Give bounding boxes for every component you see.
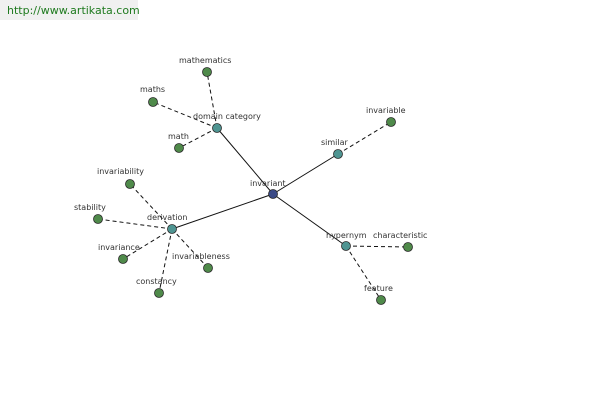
node-label-stability[interactable]: stability — [74, 203, 106, 212]
node-constancy[interactable] — [154, 288, 164, 298]
node-similar[interactable] — [333, 149, 343, 159]
node-label-characteristic[interactable]: characteristic — [373, 231, 427, 240]
edge-derivation-invariableness — [171, 228, 209, 269]
edge-domain-category-math — [178, 127, 218, 149]
site-url-link[interactable]: http://www.artikata.com — [7, 4, 140, 17]
node-feature[interactable] — [376, 295, 386, 305]
edge-hypernym-feature — [345, 245, 382, 301]
edge-derivation-constancy — [158, 228, 173, 294]
node-invariance[interactable] — [118, 254, 128, 264]
node-label-domain-category[interactable]: domain category — [193, 112, 261, 121]
node-hypernym[interactable] — [341, 241, 351, 251]
edge-similar-invariable — [337, 121, 392, 155]
node-derivation[interactable] — [167, 224, 177, 234]
node-stability[interactable] — [93, 214, 103, 224]
node-invariableness[interactable] — [203, 263, 213, 273]
node-domain-category[interactable] — [212, 123, 222, 133]
url-banner: http://www.artikata.com — [0, 0, 140, 20]
node-label-constancy[interactable]: constancy — [136, 277, 177, 286]
edge-invariant-derivation — [171, 193, 274, 230]
node-label-invariableness[interactable]: invariableness — [172, 252, 230, 261]
edge-derivation-invariability — [129, 183, 173, 230]
edge-hypernym-characteristic — [345, 245, 409, 248]
edge-domain-category-mathematics — [206, 71, 218, 129]
node-characteristic[interactable] — [403, 242, 413, 252]
node-invariable[interactable] — [386, 117, 396, 127]
graph-labels: invariant similar hypernym derivation domain… — [74, 56, 427, 293]
node-mathematics[interactable] — [202, 67, 212, 77]
edge-derivation-stability — [97, 218, 173, 230]
node-math[interactable] — [174, 143, 184, 153]
node-label-feature[interactable]: feature — [364, 284, 393, 293]
node-label-maths[interactable]: maths — [140, 85, 165, 94]
edge-domain-category-maths — [152, 101, 218, 129]
node-invariant[interactable] — [268, 189, 278, 199]
edge-invariant-domain-category — [216, 127, 274, 195]
graph-nodes — [93, 67, 413, 305]
node-label-invariable[interactable]: invariable — [366, 106, 406, 115]
node-label-derivation[interactable]: derivation — [147, 213, 187, 222]
edge-invariant-hypernym — [272, 193, 347, 247]
edge-derivation-invariance — [122, 228, 173, 260]
graph-edges — [97, 71, 409, 301]
node-label-invariance[interactable]: invariance — [98, 243, 140, 252]
node-label-math[interactable]: math — [168, 132, 189, 141]
node-label-mathematics[interactable]: mathematics — [179, 56, 231, 65]
edge-invariant-similar — [272, 153, 339, 195]
node-label-similar[interactable]: similar — [321, 138, 349, 147]
node-label-invariant[interactable]: invariant — [250, 179, 286, 188]
node-maths[interactable] — [148, 97, 158, 107]
node-invariability[interactable] — [125, 179, 135, 189]
node-label-invariability[interactable]: invariability — [97, 167, 144, 176]
node-label-hypernym[interactable]: hypernym — [326, 231, 367, 240]
